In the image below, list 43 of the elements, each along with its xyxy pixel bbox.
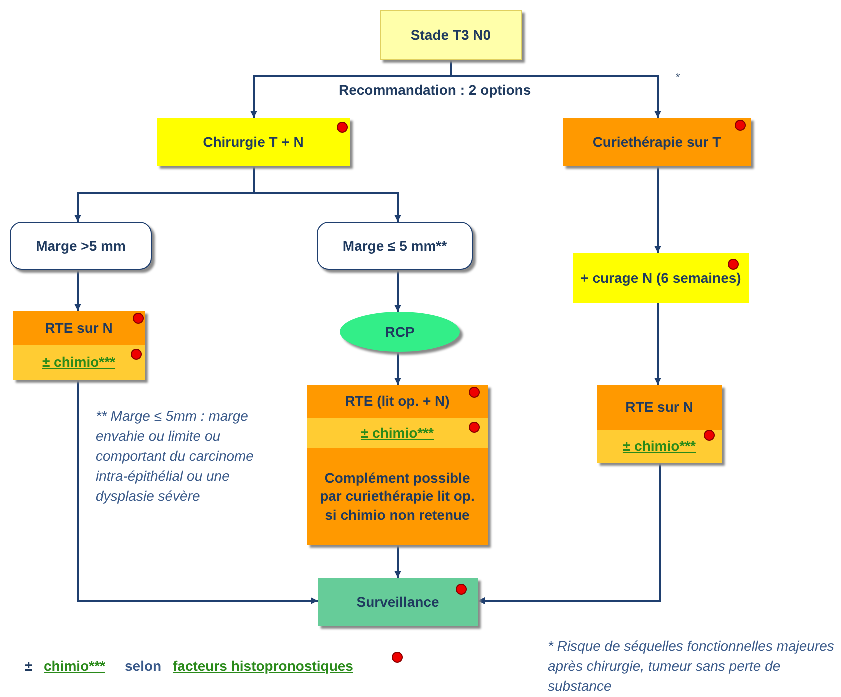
condition-box — [317, 222, 473, 270]
annotation: selon — [125, 658, 162, 674]
footnote: ** Marge ≤ 5mm : marge envahie ou limite ou comportant du carcinome intra-épithélial ou une dysplasie sévère — [96, 407, 255, 506]
process-box — [13, 311, 145, 380]
decision-ellipse — [340, 312, 460, 352]
process-box — [573, 253, 749, 303]
arrow — [394, 352, 402, 385]
process-box — [380, 10, 522, 60]
node-text: Curiethérapie sur T — [592, 132, 722, 152]
arrow — [450, 60, 662, 118]
arrow — [394, 270, 402, 312]
node-text: RTE sur N — [626, 398, 694, 417]
node-text: Surveillance — [356, 592, 440, 612]
arrow — [74, 270, 82, 311]
node-text: Complément possible par curiethérapie lit op. si chimio non retenue — [319, 469, 476, 524]
footnote: * Risque de séquelles fonctionnelles majeures après chirurgie, tumeur sans perte de substance — [548, 637, 836, 696]
arrow — [478, 463, 661, 604]
process-box — [597, 385, 722, 463]
process-box — [157, 118, 350, 166]
condition-box — [10, 222, 152, 270]
annotation: * — [676, 72, 680, 84]
process-box — [563, 118, 751, 166]
node-text: RTE sur N — [45, 318, 113, 338]
node-text: Marge ≤ 5 mm** — [342, 236, 448, 256]
node-text: + curage N (6 semaines) — [580, 268, 742, 288]
treatment-link: chimio*** — [44, 658, 106, 674]
treatment-link: ± chimio*** — [622, 437, 696, 456]
node-text: Chirurgie T + N — [203, 132, 304, 152]
treatment-link: ± chimio*** — [42, 353, 116, 372]
arrow — [253, 166, 402, 222]
process-box — [318, 578, 478, 626]
node-text: RCP — [385, 322, 415, 342]
treatment-link: facteurs histopronostiques — [173, 658, 354, 674]
arrow — [77, 380, 318, 604]
node-text: Stade T3 N0 — [410, 26, 492, 44]
process-box — [307, 385, 488, 545]
node-text: Marge >5 mm — [36, 236, 126, 256]
treatment-link: ± chimio*** — [360, 424, 434, 442]
arrow — [654, 303, 662, 385]
arrow — [654, 166, 662, 253]
arrow — [394, 545, 402, 578]
node-text: RTE (lit op. + N) — [345, 392, 450, 411]
annotation: ± — [25, 658, 33, 674]
